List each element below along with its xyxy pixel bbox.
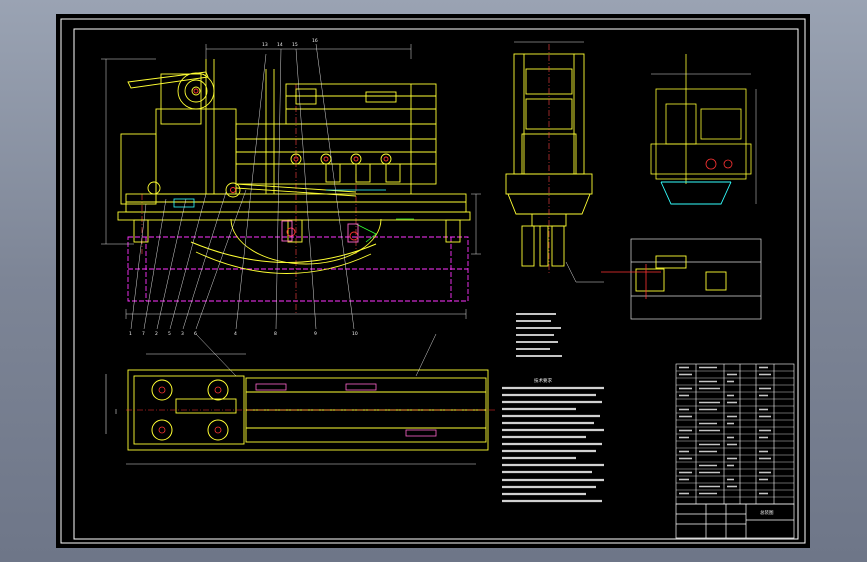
svg-text:13: 13 xyxy=(262,42,268,48)
sheet-inner-frame xyxy=(73,28,799,540)
tech-requirements-block: 技术要求 xyxy=(502,313,604,503)
svg-text:14: 14 xyxy=(277,42,283,48)
svg-text:15: 15 xyxy=(292,42,298,48)
section-view xyxy=(601,238,762,320)
title-block: 总装图 xyxy=(675,503,795,539)
title-block-name: 总装图 xyxy=(760,509,774,516)
cad-viewport[interactable]: 1 7 2 5 3 6 4 8 9 10 13 14 15 16 xyxy=(56,14,810,548)
svg-text:8: 8 xyxy=(274,331,277,337)
sheet-outer-frame xyxy=(60,18,806,544)
balloon-numbers-front: 1 7 2 5 3 6 4 8 9 10 13 14 15 16 xyxy=(129,38,358,337)
front-view: 1 7 2 5 3 6 4 8 9 10 13 14 15 16 xyxy=(101,38,481,337)
detail-view-top xyxy=(650,54,757,205)
tech-requirements-title: 技术要求 xyxy=(534,377,552,384)
plan-view xyxy=(105,333,496,465)
svg-text:3: 3 xyxy=(181,331,184,337)
svg-text:5: 5 xyxy=(168,331,171,337)
svg-text:6: 6 xyxy=(194,331,197,337)
svg-text:1: 1 xyxy=(129,331,132,337)
svg-text:2: 2 xyxy=(155,331,158,337)
svg-text:16: 16 xyxy=(312,38,318,44)
svg-text:4: 4 xyxy=(234,331,237,337)
svg-text:7: 7 xyxy=(142,331,145,337)
bill-of-materials-table xyxy=(675,363,795,505)
side-view xyxy=(505,41,604,283)
assembly-drawing[interactable]: 1 7 2 5 3 6 4 8 9 10 13 14 15 16 xyxy=(56,14,810,548)
svg-text:9: 9 xyxy=(314,331,317,337)
svg-text:10: 10 xyxy=(352,331,358,337)
